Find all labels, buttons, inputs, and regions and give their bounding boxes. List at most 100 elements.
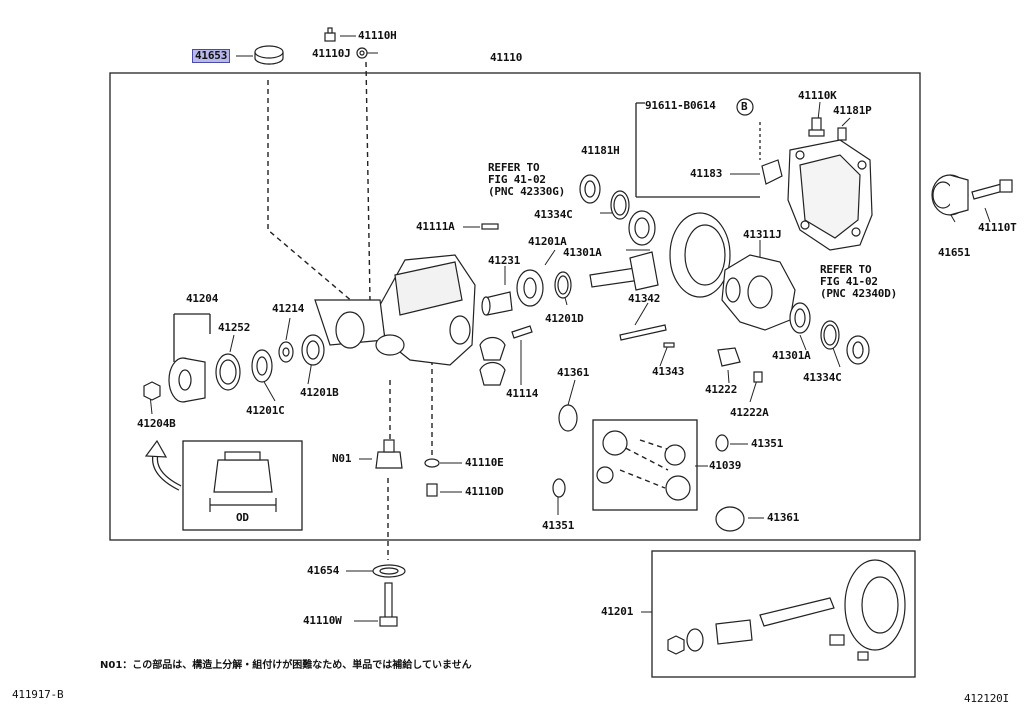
part-label-41361-a[interactable]: 41361: [557, 366, 590, 379]
refer-line: REFER TO: [488, 161, 540, 174]
bearing-cap-icon: [479, 336, 506, 386]
part-label-41351-a[interactable]: 41351: [751, 437, 784, 450]
pinion-set-41039-icon: [596, 430, 691, 501]
callout-b: B: [741, 100, 748, 113]
part-label-41114[interactable]: 41114: [506, 387, 539, 400]
pin-41111A-icon: [481, 223, 499, 230]
assembly-frame-41039: [592, 419, 698, 511]
bearing-42330G-icon: [579, 174, 601, 204]
refer-line: REFER TO: [820, 263, 872, 276]
part-label-41252[interactable]: 41252: [218, 321, 251, 334]
part-label-41651[interactable]: 41651: [938, 246, 971, 259]
nut-detail-frame: [182, 440, 303, 531]
part-label-41110K[interactable]: 41110K: [798, 89, 837, 102]
part-label-41183[interactable]: 41183: [690, 167, 723, 180]
washer-41214-icon: [278, 341, 294, 363]
part-label-41110T[interactable]: 41110T: [978, 221, 1017, 234]
part-n01-icon: [375, 439, 403, 469]
part-label-41231[interactable]: 41231: [488, 254, 521, 267]
part-label-41204[interactable]: 41204: [186, 292, 219, 305]
race-41201B-icon: [301, 334, 325, 366]
part-label-41334C-b[interactable]: 41334C: [803, 371, 842, 384]
spacer-41231-icon: [481, 291, 513, 316]
bearing-41301A-b-icon: [789, 302, 811, 334]
refer-fig-42340D[interactable]: REFER TO FIG 41-02 (PNC 42340D): [820, 264, 897, 300]
part-label-91611-B0614[interactable]: 91611-B0614: [645, 99, 716, 112]
washer-41361-a-icon: [558, 404, 578, 432]
part-label-41201A[interactable]: 41201A: [528, 235, 567, 248]
part-label-41653[interactable]: 41653: [191, 49, 231, 63]
part-label-41361-b[interactable]: 41361: [767, 511, 800, 524]
washer-41351-a-icon: [715, 434, 729, 452]
assembly-frame-41201: [651, 550, 916, 678]
clip-41183-icon: [761, 159, 783, 185]
part-label-41110H[interactable]: 41110H: [358, 29, 397, 42]
part-label-41214[interactable]: 41214: [272, 302, 305, 315]
part-label-41110W[interactable]: 41110W: [303, 614, 342, 627]
race-41334C-a-icon: [610, 190, 630, 220]
nut-detail-icon: [209, 451, 277, 512]
gasket-41654-icon: [372, 564, 406, 578]
od-dimension-label: OD: [236, 511, 249, 524]
part-label-41654[interactable]: 41654: [307, 564, 340, 577]
flange-41651-icon: [931, 174, 969, 216]
part-label-41342[interactable]: 41342: [628, 292, 661, 305]
shaft-41342-icon: [619, 324, 667, 341]
bearing-42340D-icon: [846, 335, 870, 365]
bolt-41110W-icon: [379, 582, 398, 627]
seal-41252-icon: [215, 353, 241, 391]
part-label-41181P[interactable]: 41181P: [833, 104, 872, 117]
rear-cover-41181H-icon: [787, 139, 873, 251]
part-label-n01[interactable]: N01: [332, 452, 352, 465]
drive-pinion-icon: [589, 251, 659, 291]
part-label-41110E[interactable]: 41110E: [465, 456, 504, 469]
gasket-41110J-icon: [356, 47, 368, 59]
part-label-41039[interactable]: 41039: [709, 459, 742, 472]
refer-line: (PNC 42340D): [820, 287, 898, 300]
part-label-41110J[interactable]: 41110J: [312, 47, 351, 60]
refer-line: (PNC 42330G): [488, 185, 566, 198]
race-41334C-b-icon: [820, 320, 840, 350]
part-label-41110D[interactable]: 41110D: [465, 485, 504, 498]
part-label-41110[interactable]: 41110: [490, 51, 523, 64]
refer-fig-42330G[interactable]: REFER TO FIG 41-02 (PNC 42330G): [488, 162, 565, 198]
part-label-41222A[interactable]: 41222A: [730, 406, 769, 419]
part-label-41222[interactable]: 41222: [705, 383, 738, 396]
assembly-frame-41110: [109, 72, 921, 541]
washer-41361-b-icon: [715, 506, 745, 532]
flange-41204-icon: [168, 357, 206, 403]
part-label-41301A-a[interactable]: 41301A: [563, 246, 602, 259]
diff-case-41311J-icon: [721, 254, 796, 331]
part-label-41301A-b[interactable]: 41301A: [772, 349, 811, 362]
refer-line: FIG 41-02: [488, 173, 546, 186]
part-label-41201C[interactable]: 41201C: [246, 404, 285, 417]
figure-code-right: 412120I: [964, 692, 1009, 705]
part-label-41201B[interactable]: 41201B: [300, 386, 339, 399]
bracket-41222-icon: [717, 347, 741, 367]
part-label-41201D[interactable]: 41201D: [545, 312, 584, 325]
washer-41110E-icon: [424, 458, 440, 468]
footnote: N01：この部品は、構造上分解・組付けが困難なため、単品では補給していません: [100, 660, 472, 671]
race-41201D-icon: [554, 271, 572, 299]
pin-41343-icon: [663, 342, 675, 348]
bolt-41222A-icon: [753, 371, 763, 383]
plug-41110D-icon: [426, 483, 438, 497]
bolt-41114-icon: [511, 325, 533, 339]
bolt-41110T-icon: [971, 179, 1013, 200]
plug-41110H-icon: [324, 27, 336, 42]
part-label-41181H[interactable]: 41181H: [581, 144, 620, 157]
part-label-41204B[interactable]: 41204B: [137, 417, 176, 430]
part-label-41111A[interactable]: 41111A: [416, 220, 455, 233]
bolt-41181P-icon: [837, 127, 847, 141]
bearing-41201C-icon: [251, 349, 273, 383]
part-label-41343[interactable]: 41343: [652, 365, 685, 378]
part-label-41334C-a[interactable]: 41334C: [534, 208, 573, 221]
breather-41110K-icon: [808, 117, 825, 137]
cap-41653-icon: [254, 45, 284, 65]
ring-gear-icon: [669, 212, 731, 298]
part-label-41351-b[interactable]: 41351: [542, 519, 575, 532]
carrier-housing-icon: [314, 254, 476, 366]
part-label-41311J[interactable]: 41311J: [743, 228, 782, 241]
part-label-41201[interactable]: 41201: [601, 605, 634, 618]
